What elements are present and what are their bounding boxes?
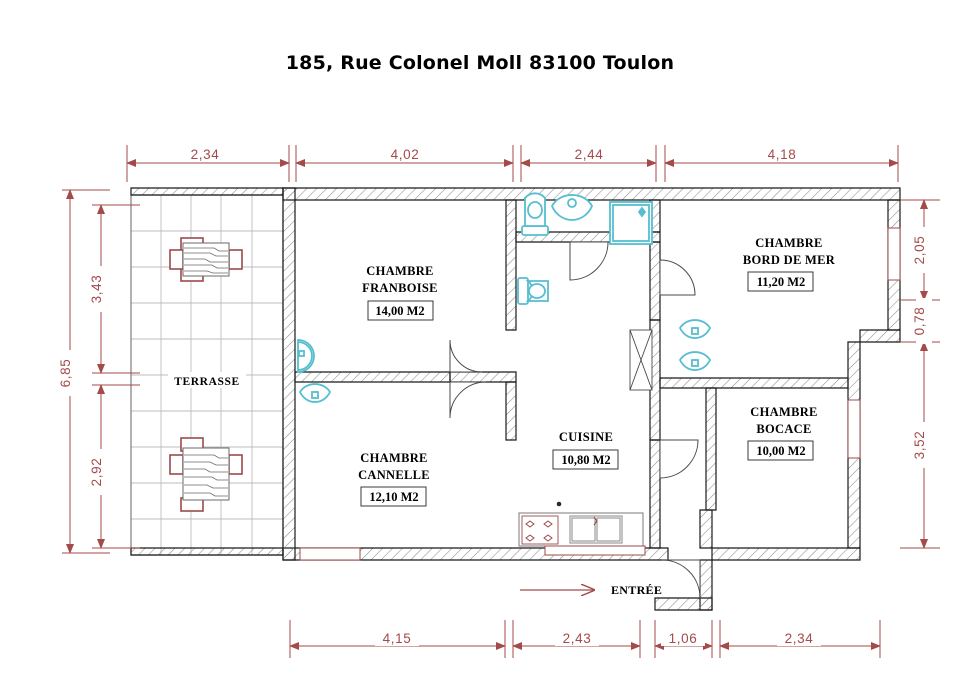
sink-bathroom-lower-left: [298, 383, 332, 403]
entrance-annotation: ENTRÉE: [520, 583, 662, 597]
dim-top-2: 4,02: [391, 147, 420, 162]
kitchen-fixtures: [518, 501, 646, 556]
franboise-area: 14,00 M2: [375, 304, 424, 318]
room-label-chambre-cannelle: CHAMBRE CANNELLE 12,10 M2: [358, 451, 430, 507]
bocace-area: 10,00 M2: [756, 444, 805, 458]
cuisine-area: 10,80 M2: [561, 453, 610, 467]
terrasse-label: TERRASSE: [174, 376, 240, 388]
room-label-chambre-franboise: CHAMBRE FRANBOISE 14,00 M2: [362, 264, 438, 321]
sink-right-lower: [678, 351, 712, 371]
dining-table-lower: [169, 437, 243, 512]
dim-top-4: 4,18: [768, 147, 797, 162]
shower-center: [609, 201, 653, 245]
dim-left-total: 6,85: [58, 359, 73, 388]
sink-kitchen: [569, 515, 623, 544]
dimension-labels-top: 2,34 4,02 2,44 4,18: [183, 146, 804, 162]
franboise-label-line1: CHAMBRE: [366, 264, 433, 278]
dim-top-1: 2,34: [191, 147, 220, 162]
dim-right-1: 2,05: [912, 236, 927, 265]
sink-bathroom-upper-left: [297, 339, 315, 373]
building-walls: [130, 187, 901, 611]
page-title: 185, Rue Colonel Moll 83100 Toulon: [285, 52, 675, 74]
dim-right-2: 0,78: [912, 307, 927, 336]
dim-bottom-2: 2,43: [563, 631, 592, 646]
dim-bottom-1: 4,15: [383, 631, 412, 646]
cannelle-label-line1: CHAMBRE: [360, 451, 427, 465]
room-label-terrasse: TERRASSE: [168, 372, 246, 388]
room-label-chambre-bord-de-mer: CHAMBRE BORD DE MER 11,20 M2: [743, 236, 836, 292]
dim-bottom-4: 2,34: [785, 631, 814, 646]
bordmer-label-line2: BORD DE MER: [743, 253, 836, 267]
cannelle-label-line2: CANNELLE: [358, 468, 430, 482]
bocace-label-line1: CHAMBRE: [750, 405, 817, 419]
room-label-cuisine: CUISINE 10,80 M2: [552, 430, 619, 470]
dim-bottom-3: 1,06: [669, 631, 698, 646]
dimension-labels-left: 6,85 3,43 2,92: [58, 266, 109, 495]
dimension-labels-bottom: 4,15 2,43 1,06 2,34: [375, 630, 821, 646]
entree-label: ENTRÉE: [611, 583, 662, 597]
toilet-center-lower: [517, 277, 549, 305]
bocace-label-line2: BOCACE: [756, 422, 811, 436]
sink-right-upper: [678, 319, 712, 339]
stove-kitchen: [521, 515, 559, 545]
bordmer-area: 11,20 M2: [757, 275, 806, 289]
room-label-chambre-bocace: CHAMBRE BOCACE 10,00 M2: [747, 405, 817, 461]
dim-left-lower: 2,92: [89, 458, 104, 487]
sink-bathroom-center-top: [551, 194, 593, 221]
dimension-labels-right: 2,05 0,78 3,52: [912, 227, 932, 468]
dim-top-3: 2,44: [575, 147, 604, 162]
dim-right-3: 3,52: [912, 431, 927, 460]
cuisine-label-line1: CUISINE: [559, 430, 613, 444]
bordmer-label-line1: CHAMBRE: [755, 236, 822, 250]
cannelle-area: 12,10 M2: [369, 490, 418, 504]
franboise-label-line2: FRANBOISE: [362, 281, 438, 295]
doors: [449, 241, 701, 599]
toilet-center-upper: [521, 192, 549, 236]
dim-left-upper: 3,43: [89, 275, 104, 304]
dimensions-top: [126, 145, 899, 182]
dining-table-upper: [169, 237, 243, 282]
plumbing-fixtures: [297, 192, 712, 403]
